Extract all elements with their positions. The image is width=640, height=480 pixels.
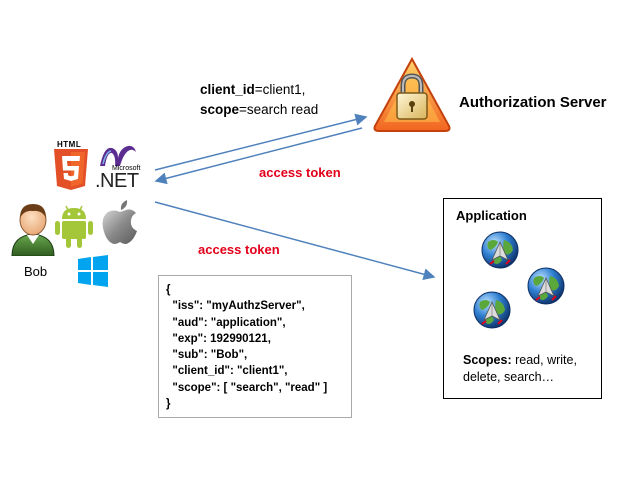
lock-warning-icon bbox=[373, 56, 451, 132]
dotnet-wordmark: .NET bbox=[95, 170, 139, 192]
scopes-value: read, write, delete, search… bbox=[463, 353, 577, 384]
token-response-arrow bbox=[154, 127, 363, 185]
access-token-label: access token bbox=[259, 165, 341, 180]
user-avatar-icon bbox=[11, 204, 55, 256]
scope-key: scope bbox=[200, 102, 240, 117]
request-arrow bbox=[154, 113, 368, 171]
globe-app-icon bbox=[481, 231, 519, 269]
globe-app-icon bbox=[473, 291, 511, 329]
access-token-label-api: access token bbox=[198, 242, 280, 257]
dotnet-icon bbox=[100, 145, 136, 166]
apple-icon bbox=[102, 200, 137, 244]
android-icon bbox=[55, 205, 93, 248]
html5-icon bbox=[54, 149, 88, 190]
authorization-server-title: Authorization Server bbox=[459, 94, 607, 111]
globe-app-icon bbox=[527, 267, 565, 305]
globe-app-icons bbox=[473, 231, 565, 329]
microsoft-wordmark: Microsoft bbox=[112, 165, 141, 172]
client-id-value: =client1, bbox=[254, 82, 306, 97]
windows-icon bbox=[78, 255, 108, 287]
scope-value: =search read bbox=[239, 102, 319, 117]
scopes-key: Scopes: bbox=[463, 353, 512, 367]
application-box bbox=[443, 198, 602, 399]
application-scopes: Scopes: read, write, delete, search… bbox=[463, 352, 593, 386]
jwt-token-box bbox=[158, 275, 352, 418]
user-name-label: Bob bbox=[24, 264, 48, 279]
request-parameters: client_id=client1, scope=search read bbox=[200, 80, 318, 120]
html-wordmark: HTML bbox=[57, 140, 82, 149]
jwt-token-payload: { "iss": "myAuthzServer", "aud": "applic… bbox=[166, 284, 328, 411]
api-call-arrow bbox=[154, 201, 436, 281]
application-title: Application bbox=[456, 208, 527, 223]
client-id-key: client_id bbox=[200, 82, 255, 97]
